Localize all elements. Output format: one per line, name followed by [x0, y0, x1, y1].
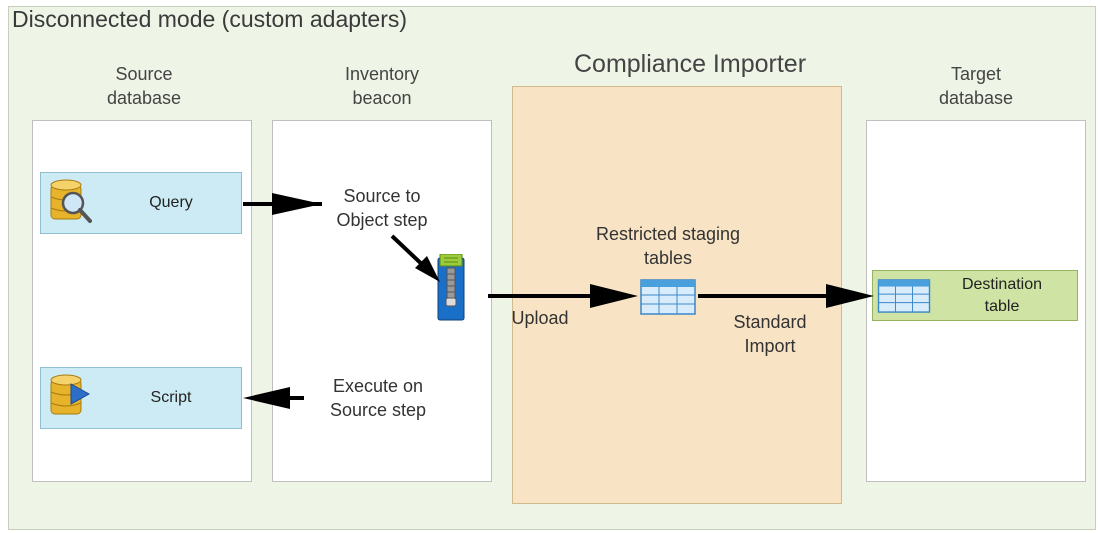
database-search-icon	[50, 179, 92, 223]
arrowhead-upload	[590, 284, 638, 308]
column-title-importer: Compliance Importer	[573, 50, 807, 78]
database-script-icon	[50, 374, 91, 415]
query-label: Query	[149, 194, 193, 211]
source-to-object-label: Source to Object step	[336, 186, 428, 230]
arrowhead-execute-on-source	[243, 387, 290, 409]
arrowhead-standard-import	[826, 284, 874, 308]
query-node: Query	[40, 172, 242, 234]
upload-label: Upload	[511, 308, 569, 328]
destination-table-node: Destination table	[872, 270, 1078, 321]
column-title-beacon: Inventory beacon	[344, 64, 420, 108]
diagram-title: Disconnected mode (custom adapters)	[12, 6, 408, 32]
arrowhead-query-to-beacon	[272, 193, 322, 215]
column-title-source: Source database	[106, 64, 182, 108]
standard-import-label: Standard Import	[733, 312, 807, 356]
script-node: Script	[40, 367, 242, 429]
destination-table-icon	[877, 279, 931, 313]
staging-table-icon	[640, 279, 696, 315]
script-label: Script	[150, 389, 192, 406]
arrowhead-step-to-archive	[415, 256, 440, 282]
zip-archive-icon	[437, 254, 465, 321]
column-title-target: Target database	[938, 64, 1014, 108]
destination-label: Destination table	[961, 275, 1043, 315]
staging-tables-label: Restricted staging tables	[595, 224, 741, 268]
execute-on-source-label: Execute on Source step	[329, 376, 427, 420]
